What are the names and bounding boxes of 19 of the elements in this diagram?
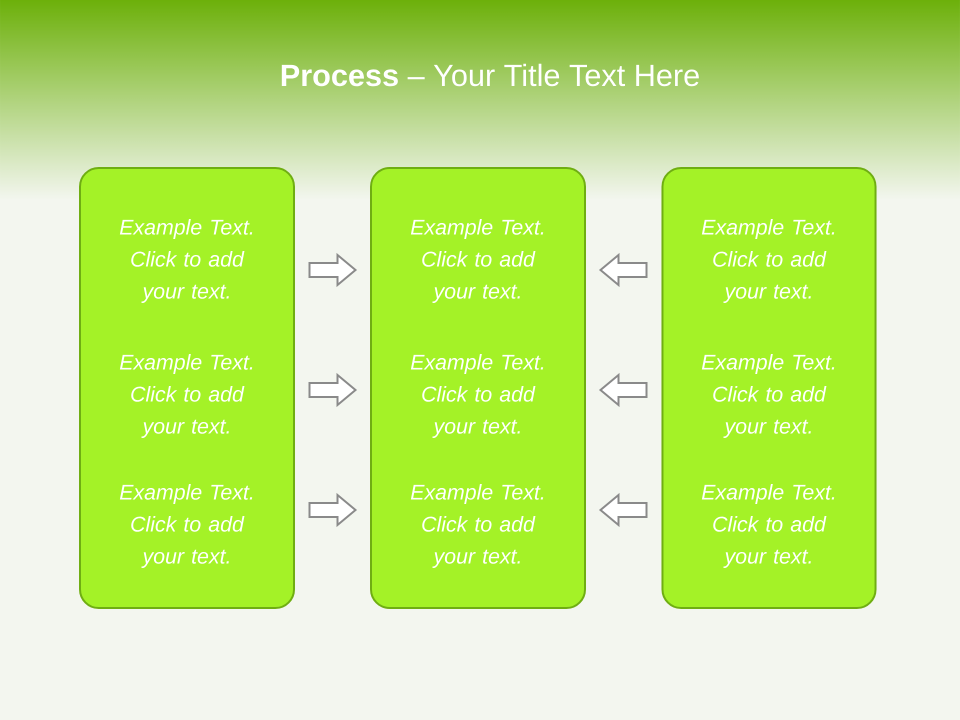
example-text: Example Text. Click to add your text. [120,354,252,438]
example-text: Example Text. Click to add your text. [702,354,834,438]
example-text: Example Text. Click to add your text. [120,219,252,303]
arrow [598,492,648,528]
arrow [598,372,648,408]
example-text: Example Text. Click to add your text. [120,484,252,568]
arrow [308,372,358,408]
example-text: Example Text. Click to add your text. [702,484,834,568]
process-box [79,167,295,609]
arrow [308,252,358,288]
example-text: Example Text. Click to add your text. [702,219,834,303]
arrow [598,252,648,288]
example-text: Example Text. Click to add your text. [410,354,544,438]
title: Process – Your Title Text Here [282,64,699,86]
arrow [308,492,358,528]
process-box [661,167,877,609]
example-text: Example Text. Click to add your text. [410,219,544,303]
process-box [370,167,586,609]
example-text: Example Text. Click to add your text. [410,484,544,568]
